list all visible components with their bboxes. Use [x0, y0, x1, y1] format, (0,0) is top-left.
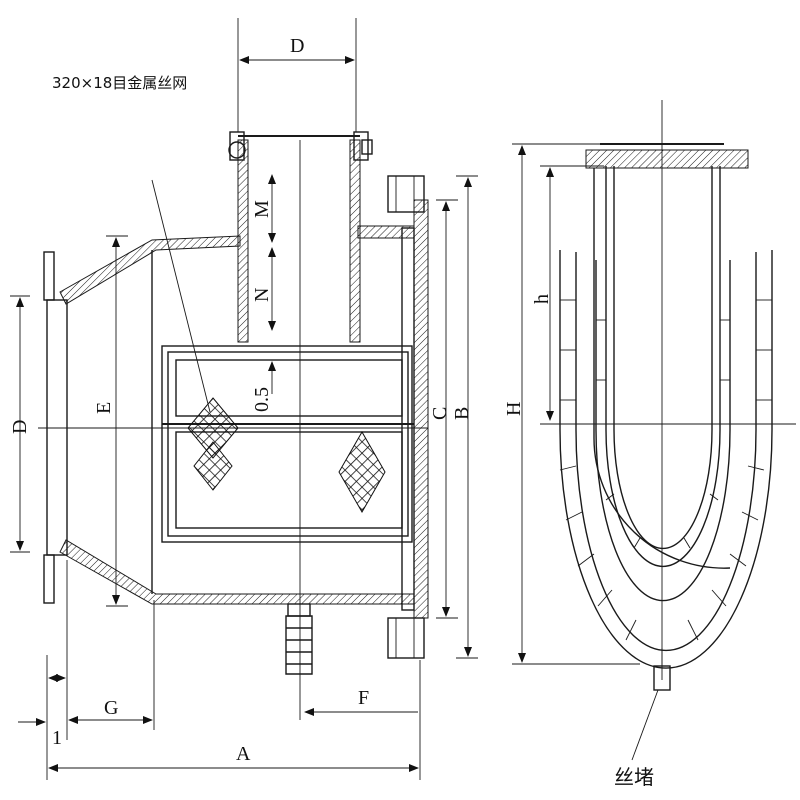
- reducer-wall-bottom: [59, 539, 415, 605]
- dim-label-H: H: [503, 402, 525, 416]
- dim-label-N: N: [251, 288, 273, 302]
- mesh-note: 320×18目金属丝网: [52, 74, 187, 92]
- inlet-flange-bolt-top: [43, 251, 55, 301]
- side-drain-plug: [653, 665, 671, 691]
- inlet-flange-bolt-bottom: [43, 554, 55, 604]
- filter-slot-top: [175, 359, 403, 417]
- outlet-flange-right: [353, 131, 369, 161]
- outlet-bolt-right: [361, 139, 373, 155]
- front-dimensions: D D E M N 0.5 C B: [9, 18, 478, 780]
- drain-nozzle-neck: [287, 603, 311, 617]
- outlet-pipe-wall-left: [237, 139, 249, 343]
- dim-label-h: h: [531, 294, 553, 304]
- outlet-bolt-left: [228, 141, 246, 159]
- side-housing-ribs: [559, 299, 772, 666]
- dim-label-F: F: [358, 687, 369, 709]
- filter-basket-inner: [167, 351, 409, 537]
- dim-label-B: B: [451, 407, 473, 420]
- end-cover-plate: [413, 199, 429, 619]
- side-housing-outer-inner: [575, 252, 757, 652]
- mesh-note-leader: [151, 179, 211, 413]
- outlet-pipe-wall-right: [349, 139, 361, 343]
- dim-label-D-left: D: [9, 420, 31, 434]
- front-view: 320×18目金属丝网: [38, 74, 429, 720]
- end-cover-inner: [401, 227, 415, 611]
- side-view: 丝堵: [540, 100, 796, 789]
- inlet-flange: [46, 299, 68, 556]
- wire-mesh-patch-left-lower: [193, 441, 233, 491]
- filter-slot-bottom: [175, 431, 403, 529]
- side-housing-inner: [595, 260, 731, 602]
- plug-label: 丝堵: [614, 765, 654, 789]
- drain-nozzle-thread: [285, 615, 313, 675]
- cover-bolt-top: [387, 175, 425, 213]
- dim-label-D-top: D: [290, 35, 304, 57]
- dim-label-C: C: [429, 407, 451, 420]
- dim-label-1: 1: [52, 727, 62, 749]
- dim-label-offset: 0.5: [251, 387, 273, 412]
- side-basket-outer: [605, 166, 721, 568]
- cover-bolt-bottom: [387, 617, 425, 659]
- reducer-wall-top: [59, 235, 241, 305]
- dim-label-G: G: [104, 697, 118, 719]
- wire-mesh-patch-right: [338, 430, 386, 514]
- dim-label-M: M: [251, 200, 273, 218]
- side-top-flange: [585, 149, 749, 169]
- plug-leader: [631, 689, 659, 761]
- filter-basket-frame: [161, 345, 413, 543]
- side-housing-outer: [559, 250, 773, 669]
- side-dimensions: H h: [503, 143, 640, 665]
- dim-label-A: A: [236, 743, 251, 765]
- side-basket-inner: [613, 166, 713, 550]
- dim-label-E: E: [93, 402, 115, 414]
